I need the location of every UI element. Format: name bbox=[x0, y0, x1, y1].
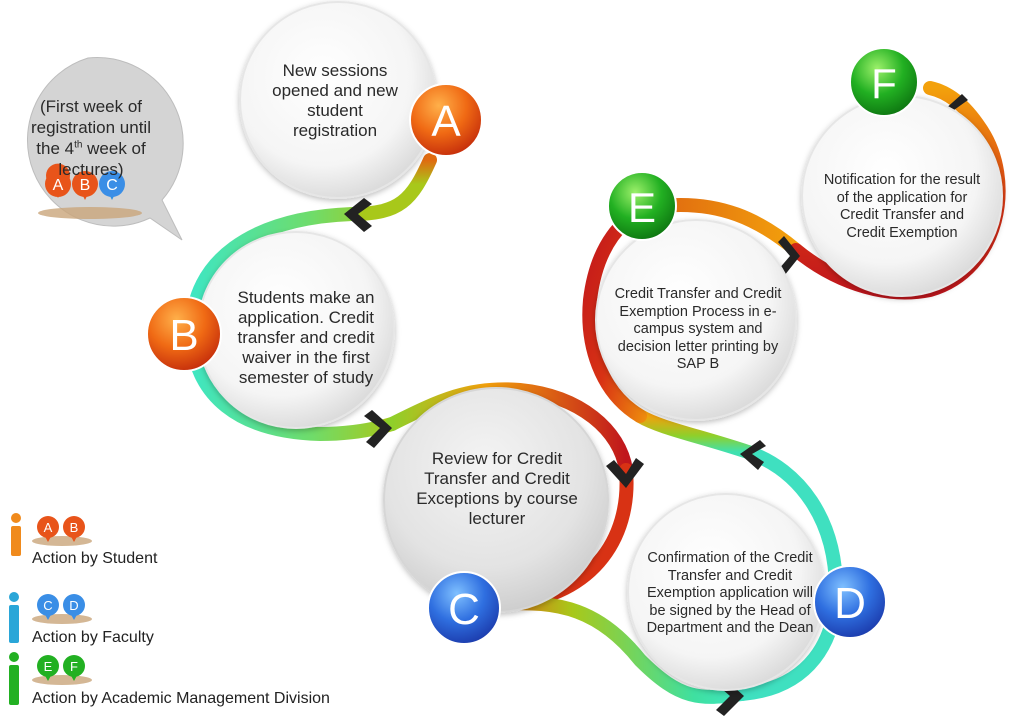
legend-student-marker-b: B bbox=[63, 516, 85, 542]
ribbon-c-d bbox=[493, 596, 749, 704]
bubble-marker-b-letter: B bbox=[80, 177, 91, 194]
step-b-text: Students make an application. Credit tra… bbox=[237, 288, 375, 387]
legend-faculty-marker-c-letter: C bbox=[43, 598, 52, 613]
bubble-line-3b: week of bbox=[82, 139, 146, 158]
badge-f: F bbox=[849, 47, 919, 117]
badge-e-letter: E bbox=[628, 184, 656, 231]
legend-faculty-person-icon bbox=[9, 592, 19, 643]
step-c-text: Review for Credit Transfer and Credit Ex… bbox=[416, 449, 578, 528]
ribbon-b bbox=[184, 207, 399, 442]
badge-b: B bbox=[146, 296, 222, 372]
legend-amd-person-icon bbox=[9, 652, 19, 705]
bubble-line-3a: the 4 bbox=[36, 139, 75, 158]
arrow-to-e bbox=[740, 440, 766, 470]
legend-amd-label: Action by Academic Management Division bbox=[32, 690, 330, 707]
legend-student-marker-a-letter: A bbox=[44, 520, 53, 535]
badge-e: E bbox=[607, 171, 677, 241]
arrow-to-f bbox=[778, 236, 800, 276]
step-e-text: Credit Transfer and Credit Exemption Pro… bbox=[614, 286, 782, 373]
bubble-marker-c-letter: C bbox=[106, 177, 118, 194]
legend-student-marker-a: A bbox=[37, 516, 59, 542]
badge-b-letter: B bbox=[169, 311, 198, 360]
badge-d: D bbox=[813, 565, 887, 639]
step-d-text: Confirmation of the Credit Transfer and … bbox=[646, 550, 814, 637]
badge-c-letter: C bbox=[448, 585, 480, 634]
bubble-line-3: the 4th week of bbox=[16, 138, 166, 159]
legend-faculty-marker-d: D bbox=[63, 594, 85, 620]
legend-faculty-marker-d-letter: D bbox=[69, 598, 78, 613]
bubble-marker-c: C bbox=[99, 171, 125, 200]
ribbon-a-b bbox=[345, 153, 437, 221]
bubble-marker-a: A bbox=[45, 163, 71, 198]
badge-d-letter: D bbox=[834, 579, 866, 628]
bubble-marker-a-letter: A bbox=[53, 177, 64, 194]
legend-faculty-marker-c: C bbox=[37, 594, 59, 620]
legend-amd-marker-e-letter: E bbox=[44, 659, 53, 674]
bubble-line-1: (First week of bbox=[39, 97, 143, 116]
legend-student-person-icon bbox=[11, 513, 21, 556]
badge-f-letter: F bbox=[871, 60, 897, 107]
legend-faculty-label: Action by Faculty bbox=[32, 629, 154, 646]
legend-amd-marker-f-letter: F bbox=[70, 659, 78, 674]
ribbon-d-e bbox=[633, 409, 755, 459]
step-circles bbox=[197, 1, 1003, 691]
badge-a: A bbox=[409, 83, 483, 157]
arrow-to-b bbox=[344, 198, 372, 232]
step-a-text: New sessions opened and new student regi… bbox=[272, 61, 398, 140]
speech-bubble bbox=[27, 57, 184, 241]
badge-c: C bbox=[427, 571, 501, 645]
step-f-text: Notification for the result of the appli… bbox=[823, 172, 981, 241]
bubble-line-2: registration until bbox=[30, 118, 151, 137]
bubble-line-3-sup: th bbox=[74, 139, 83, 151]
bubble-marker-b: B bbox=[72, 171, 98, 200]
arrow-to-c-right bbox=[606, 458, 644, 488]
legend-student-marker-b-letter: B bbox=[70, 520, 79, 535]
bubble-text: (First week of registration until the 4t… bbox=[16, 96, 166, 180]
legend-amd-marker-e: E bbox=[37, 655, 59, 681]
badge-a-letter: A bbox=[431, 97, 461, 146]
bubble-line-4: lectures) bbox=[58, 160, 124, 179]
legend-icons: A B C D E bbox=[9, 513, 92, 705]
legend-amd-marker-f: F bbox=[63, 655, 85, 681]
arrow-to-c bbox=[364, 410, 392, 448]
circle-e bbox=[595, 219, 797, 421]
legend-student-label: Action by Student bbox=[32, 550, 158, 567]
step-badges: A B C D E F bbox=[146, 47, 919, 645]
bubble-markers: A B C bbox=[38, 163, 142, 219]
